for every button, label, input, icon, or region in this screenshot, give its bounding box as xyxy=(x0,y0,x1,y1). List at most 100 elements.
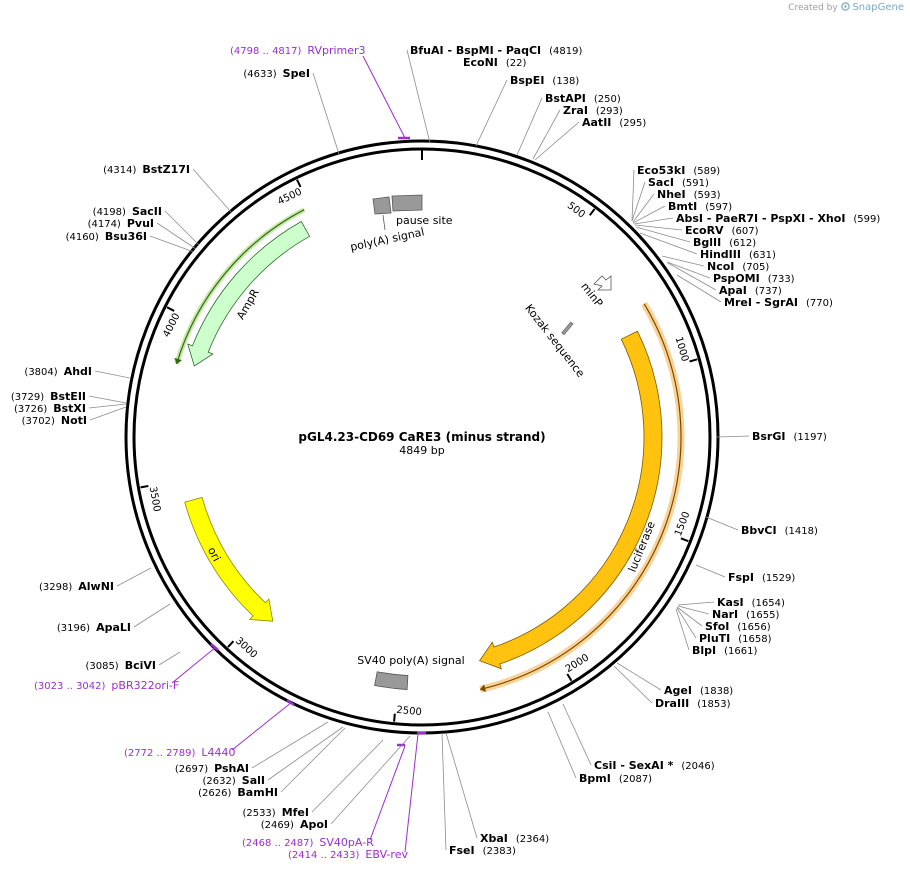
feature-arrows xyxy=(174,194,685,693)
enzyme-site-nari: NarI(1655) xyxy=(677,605,780,621)
enzyme-name: CsiI xyxy=(594,759,616,772)
enzyme-site-bsu36i: (4160)Bsu36I xyxy=(66,230,195,253)
enzyme-leader-bcivi xyxy=(158,651,181,666)
enzyme-label-bcivi: (3085)BciVI xyxy=(85,659,156,672)
enzyme-position: (705) xyxy=(742,262,769,273)
enzyme-label-blpi: BlpI(1661) xyxy=(692,644,757,657)
snapgene-brand: SnapGene xyxy=(852,2,904,13)
enzyme-name: - XhoI xyxy=(805,212,845,225)
enzyme-site-xbai: XbaI(2364) xyxy=(445,732,549,845)
backbone-inner-strand xyxy=(132,147,712,727)
enzyme-label-bpmi: BpmI(2087) xyxy=(579,772,652,785)
enzyme-site-nhei: NheI(593) xyxy=(632,188,721,223)
ampr-arrow xyxy=(187,220,311,367)
enzyme-position: (1658) xyxy=(738,634,771,645)
enzyme-position: (3729) xyxy=(11,392,44,403)
enzyme-position: (1661) xyxy=(724,646,757,657)
enzyme-site-bstapi: BstAPI(250) xyxy=(516,92,621,156)
primer-name: L4440 xyxy=(201,746,235,759)
enzyme-name: BciVI xyxy=(125,659,156,672)
enzyme-leader-sacii xyxy=(164,210,200,246)
enzyme-name: AatII xyxy=(582,116,611,129)
enzyme-name: NarI xyxy=(712,608,738,621)
tick-label-2500: 2500 xyxy=(396,705,422,718)
enzyme-leader-hindiii xyxy=(639,232,698,255)
enzyme-leader-apali xyxy=(133,603,171,628)
enzyme-label-bstz17i: (4314)BstZ17I xyxy=(103,163,190,176)
enzyme-leader-apai xyxy=(667,262,717,291)
enzyme-position: (1656) xyxy=(737,622,770,633)
enzyme-position: (770) xyxy=(806,298,833,309)
enzyme-label-aatii: AatII(295) xyxy=(582,116,646,129)
tick-label-1000: 1000 xyxy=(673,336,691,363)
enzyme-name: AlwNI xyxy=(78,580,114,593)
enzyme-site-ncoi: NcoI (705) xyxy=(661,255,769,273)
tick-mark-2000 xyxy=(566,673,573,682)
enzyme-position: (4314) xyxy=(103,165,136,176)
kozak-block xyxy=(561,321,574,336)
enzyme-label-ncoi: NcoI (705) xyxy=(707,260,769,273)
enzyme-name: PvuI xyxy=(127,217,154,230)
enzyme-leader-bmti xyxy=(632,205,666,224)
enzyme-site-apoi: (2469)ApoI xyxy=(261,735,411,831)
enzyme-site-bbvci: BbvCI(1418) xyxy=(705,516,818,537)
enzyme-leader-ecorv xyxy=(634,224,683,231)
enzyme-label-bglii: BglII(612) xyxy=(693,236,756,249)
feature-label-pause-site: pause site xyxy=(396,214,453,227)
tick-label-4000: 4000 xyxy=(161,312,182,340)
primer-sites: (4798 .. 4817)RVprimer3(3023 .. 3042)pBR… xyxy=(34,44,426,861)
enzyme-leader-apoi xyxy=(330,735,411,825)
primer-label: (4798 .. 4817)RVprimer3 xyxy=(230,44,366,57)
primer-name: SV40pA-R xyxy=(319,836,374,849)
enzyme-position: (1418) xyxy=(785,526,818,537)
tick-label-500: 500 xyxy=(565,200,587,220)
enzyme-name: SfoI xyxy=(705,620,729,633)
enzyme-site-fspi: FspI(1529) xyxy=(695,564,795,584)
enzyme-leader-saci xyxy=(631,181,646,222)
enzyme-name: ApaI xyxy=(719,284,747,297)
enzyme-name: SalI xyxy=(242,774,265,787)
enzyme-name: - SexAI * xyxy=(616,759,673,772)
enzyme-label-econi: EcoNI(22) xyxy=(463,56,527,69)
enzyme-site-blpi: BlpI(1661) xyxy=(675,608,757,657)
minp-arrow xyxy=(593,275,612,291)
enzyme-name: AhdI xyxy=(64,365,92,378)
enzyme-site-bstz17i: (4314)BstZ17I xyxy=(103,163,232,213)
tick-mark-3000 xyxy=(227,640,235,648)
enzyme-label-pspomi: PspOMI(733) xyxy=(713,272,795,285)
enzyme-site-fsei: FseI(2383) xyxy=(441,732,516,857)
primer-range: (2772 .. 2789) xyxy=(124,748,196,759)
enzyme-label-absi: AbsI - PaeR7I - PspXI - XhoI(599) xyxy=(676,212,880,225)
enzyme-label-sali: (2632)SalI xyxy=(203,774,265,787)
enzyme-leader-mrei xyxy=(676,274,722,303)
feature-label-kozak: Kozak sequence xyxy=(522,302,587,380)
enzyme-site-apai: ApaI(737) xyxy=(667,262,782,297)
enzyme-leader-nari xyxy=(677,605,710,615)
enzyme-leader-bamhi xyxy=(280,727,346,793)
created-by-text: Created by xyxy=(788,3,838,13)
enzyme-leader-bpmi xyxy=(547,711,577,779)
primer-ebv-rev: (2414 .. 2433)EBV-rev xyxy=(288,731,426,861)
feature-label-ori: ori xyxy=(205,545,223,564)
enzyme-label-fspi: FspI(1529) xyxy=(728,571,795,584)
enzyme-leader-bspei xyxy=(475,79,508,147)
enzyme-position: (2697) xyxy=(175,764,208,775)
enzyme-name: - BspMI xyxy=(444,44,494,57)
enzyme-position: (607) xyxy=(732,226,759,237)
enzyme-label-pshai: (2697)PshAI xyxy=(175,762,249,775)
enzyme-site-bmti: BmtI(597) xyxy=(632,200,732,224)
enzyme-site-csii: CsiI - SexAI *(2046) xyxy=(562,703,715,772)
enzyme-name: NcoI xyxy=(707,260,734,273)
enzyme-leader-aatii xyxy=(534,121,580,161)
primer-leader xyxy=(362,55,406,139)
enzyme-leader-bbvci xyxy=(705,516,739,531)
enzyme-label-zrai: ZraI(293) xyxy=(563,104,623,117)
enzyme-site-alwni: (3298)AlwNI xyxy=(39,567,152,593)
enzyme-label-noti: (3702)NotI xyxy=(22,414,87,427)
ampr-track-line xyxy=(176,209,305,365)
primer-range: (4798 .. 4817) xyxy=(230,46,302,57)
enzyme-name: MfeI xyxy=(282,806,309,819)
enzyme-name: BpmI xyxy=(579,772,611,785)
enzyme-name: BmtI xyxy=(668,200,697,213)
enzyme-position: (22) xyxy=(506,58,527,69)
